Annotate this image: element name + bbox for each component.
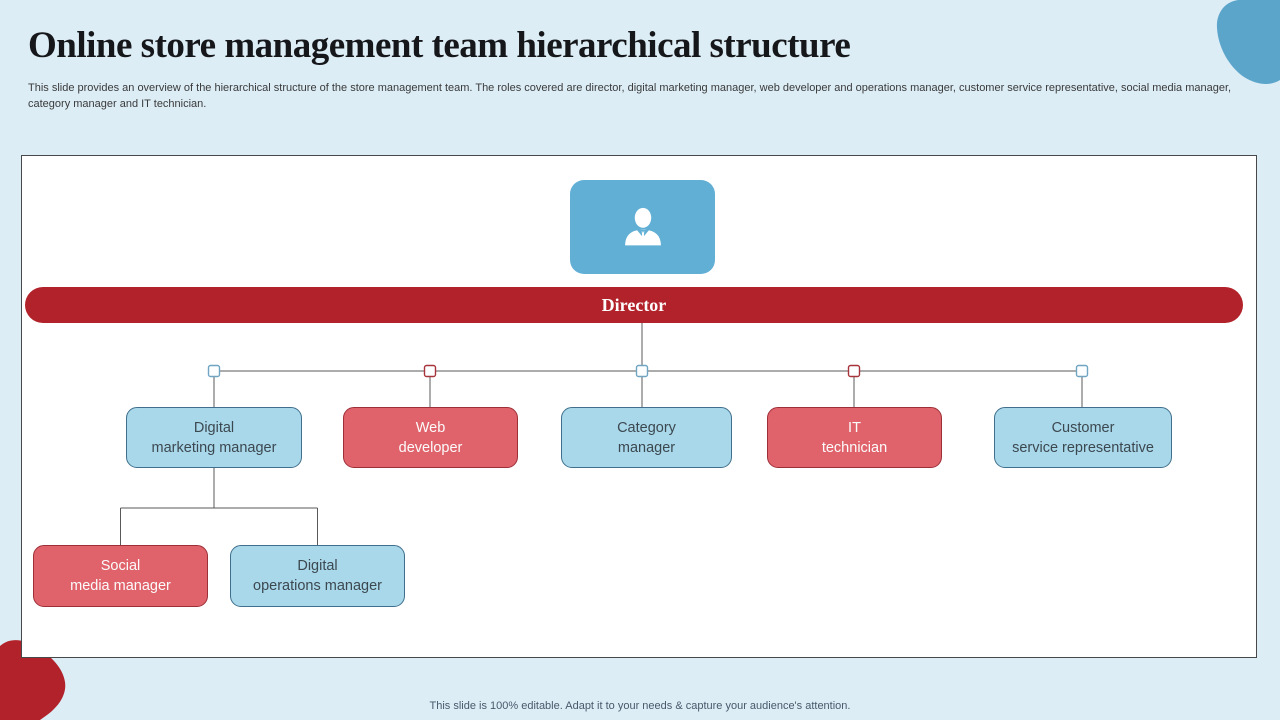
org-node-category-manager: Category manager [561, 407, 732, 468]
red-blob-decoration [0, 640, 66, 720]
org-node-digital-operations-manager: Digital operations manager [230, 545, 405, 607]
director-icon-box [570, 180, 715, 274]
org-node-label: Social media manager [70, 558, 171, 594]
org-node-label: Category manager [617, 419, 676, 456]
org-chart-panel [21, 155, 1257, 658]
org-node-director: Director [25, 287, 1243, 323]
org-node-web-developer: Web developer [343, 407, 518, 468]
blue-blob-decoration [1216, 0, 1280, 84]
org-node-label: Digital marketing manager [151, 419, 277, 456]
org-node-digital-marketing-manager: Digital marketing manager [126, 407, 302, 468]
editable-note: This slide is 100% editable. Adapt it to… [429, 700, 851, 712]
person-icon [624, 207, 661, 246]
slide-title: Online store management team hierarchica… [28, 25, 851, 66]
slide-subtitle: This slide provides an overview of the h… [28, 82, 1232, 110]
org-node-label: Customer service representative [1012, 419, 1154, 456]
org-node-it-technician: IT technician [767, 407, 942, 468]
org-node-label: Digital operations manager [253, 558, 382, 594]
org-node-label: Director [601, 294, 667, 315]
org-node-label: IT technician [821, 419, 888, 456]
org-node-social-media-manager: Social media manager [33, 545, 208, 607]
org-node-customer-service-representative: Customer service representative [994, 407, 1172, 468]
org-node-label: Web developer [398, 419, 463, 456]
